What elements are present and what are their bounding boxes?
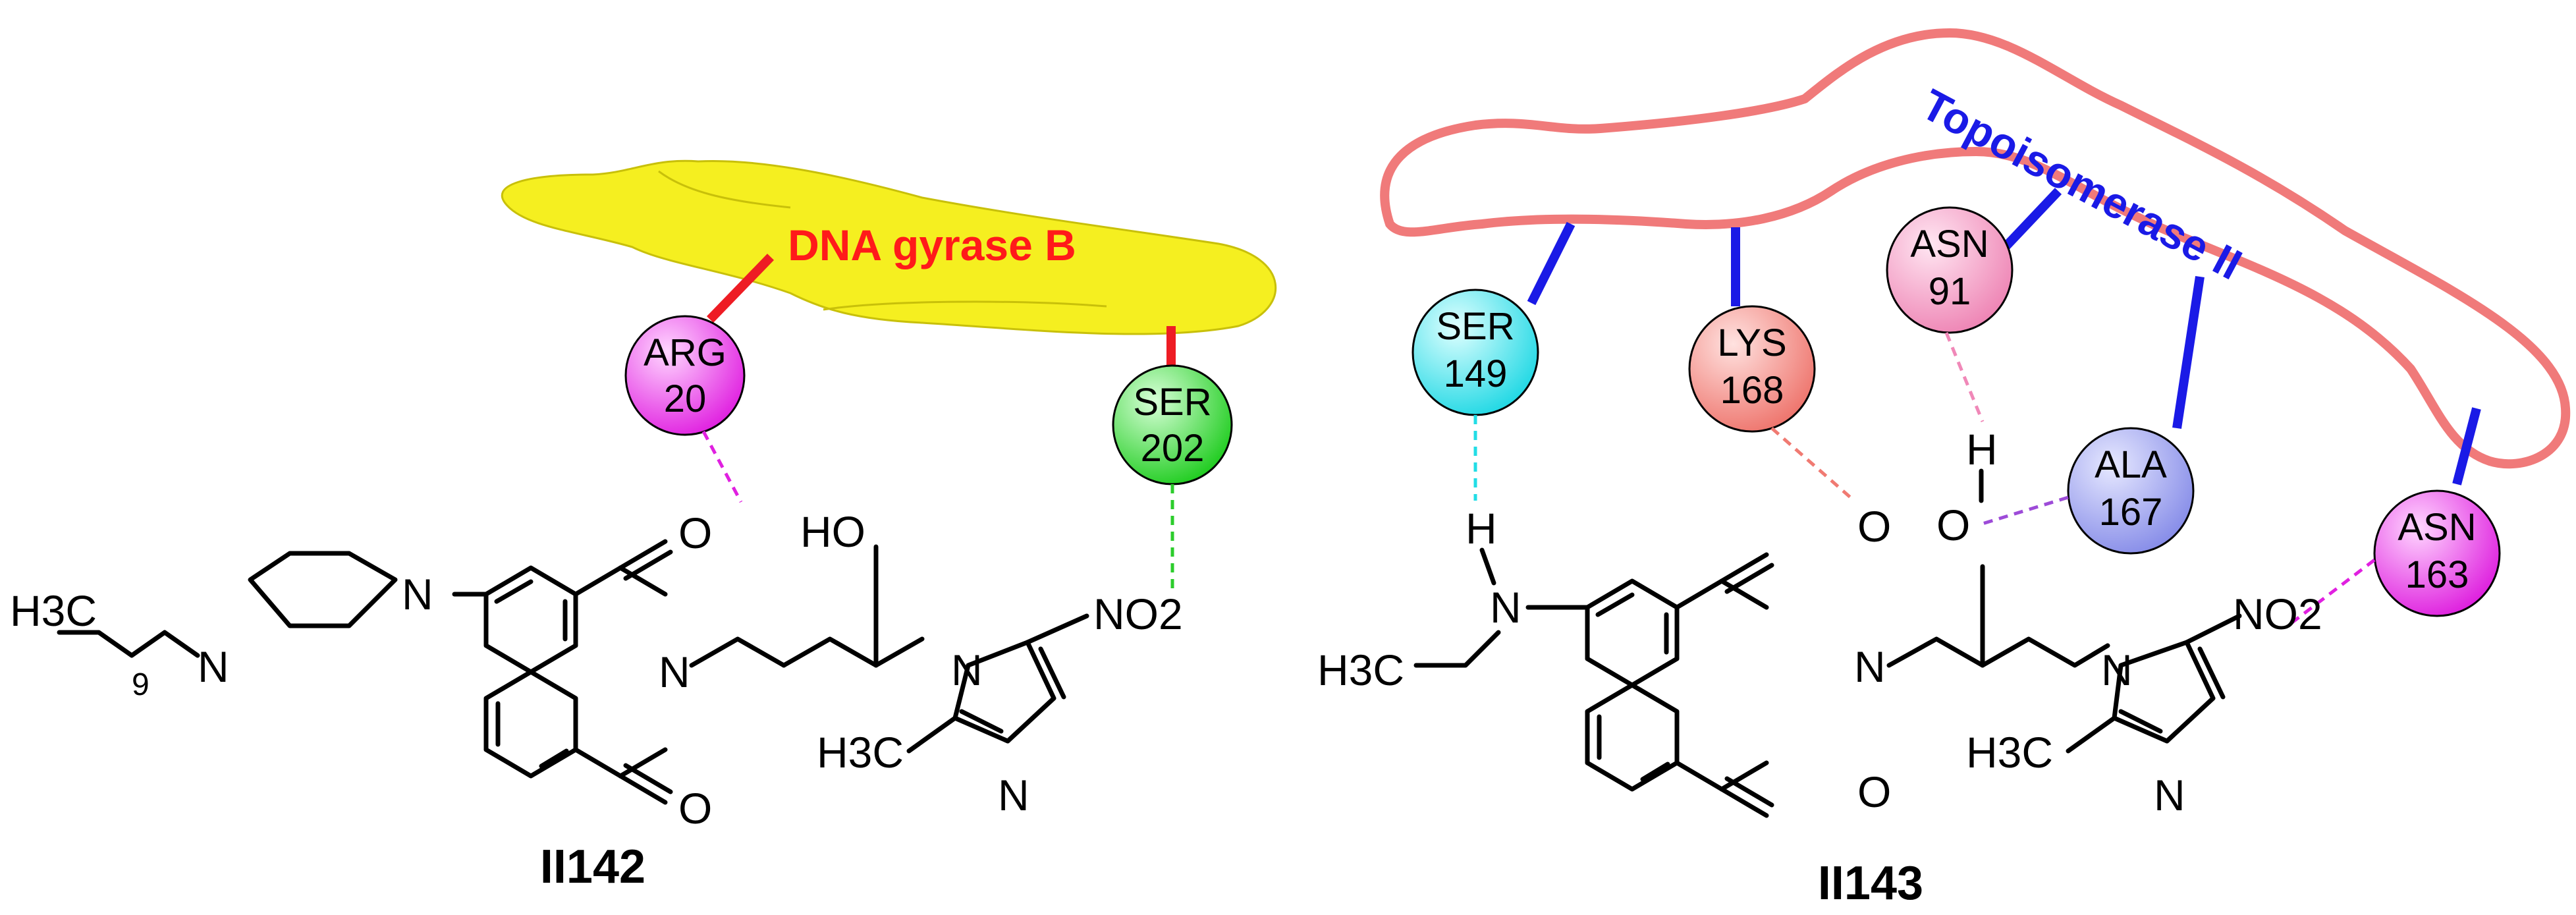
svg-text:N: N <box>2154 771 2185 819</box>
hbond-lys168-o <box>1770 427 1855 502</box>
svg-text:91: 91 <box>1929 270 1971 313</box>
residue-ala167: ALA 167 <box>2067 427 2195 555</box>
svg-text:HO: HO <box>800 507 865 556</box>
residue-ser202: SER 202 <box>1112 364 1233 485</box>
hbond-arg20-o <box>701 430 743 503</box>
link-asn163 <box>2452 407 2481 485</box>
hbond-ala167-o <box>1982 495 2069 526</box>
svg-text:N: N <box>659 648 690 696</box>
svg-text:N: N <box>951 646 983 694</box>
svg-text:168: 168 <box>1720 369 1784 412</box>
svg-text:ASN: ASN <box>2398 506 2476 549</box>
compound-id-ii142: II142 <box>540 841 645 893</box>
svg-text:SER: SER <box>1436 305 1514 348</box>
svg-text:ARG: ARG <box>644 331 726 374</box>
svg-text:O: O <box>1857 767 1891 816</box>
topo-outline <box>1380 28 2571 469</box>
svg-text:H3C: H3C <box>10 586 97 635</box>
svg-text:N: N <box>198 642 229 691</box>
molecule-ii142: O O N HO N N NO2 H3C N N H3C 9 II142 <box>10 507 1183 893</box>
svg-text:SER: SER <box>1133 381 1211 424</box>
svg-text:H3C: H3C <box>817 728 904 777</box>
svg-text:O: O <box>678 509 712 557</box>
svg-text:N: N <box>402 570 433 619</box>
svg-text:H: H <box>1466 504 1497 553</box>
svg-text:149: 149 <box>1444 352 1508 395</box>
svg-text:N: N <box>998 771 1029 819</box>
svg-text:ASN: ASN <box>1910 223 1988 265</box>
residue-lys168: LYS 168 <box>1688 305 1816 433</box>
residue-asn91: ASN 91 <box>1886 206 2014 334</box>
svg-text:H3C: H3C <box>1966 728 2053 777</box>
gyrase-label: DNA gyrase B <box>788 221 1076 269</box>
hbond-asn163-no2 <box>2291 559 2376 624</box>
svg-text:O: O <box>1857 502 1891 551</box>
svg-text:N: N <box>2101 646 2133 694</box>
gyrase-blob <box>501 159 1277 335</box>
compound-id-ii143: II143 <box>1818 857 1923 910</box>
molecule-ii143: H N H3C O O N H O N N <box>1317 425 2322 910</box>
svg-text:20: 20 <box>664 377 707 420</box>
svg-text:NO2: NO2 <box>1093 590 1183 638</box>
link-ala167 <box>2172 275 2205 430</box>
svg-text:N: N <box>1490 583 1521 632</box>
svg-text:H3C: H3C <box>1317 646 1404 694</box>
residue-asn163: ASN 163 <box>2373 489 2501 617</box>
svg-text:167: 167 <box>2099 491 2163 534</box>
svg-text:O: O <box>678 784 712 833</box>
svg-text:H: H <box>1966 425 1998 474</box>
svg-text:NO2: NO2 <box>2233 590 2322 638</box>
residue-ser149: SER 149 <box>1411 289 1539 416</box>
link-asn91 <box>1995 188 2062 257</box>
svg-text:O: O <box>1936 501 1970 549</box>
svg-text:9: 9 <box>132 667 150 702</box>
gyrase-enzyme: DNA gyrase B <box>501 159 1277 335</box>
link-arg20 <box>706 254 775 323</box>
svg-text:163: 163 <box>2405 553 2469 596</box>
svg-text:202: 202 <box>1141 427 1205 470</box>
link-ser149 <box>1527 221 1576 306</box>
residue-arg20: ARG 20 <box>624 315 746 436</box>
svg-text:LYS: LYS <box>1717 321 1786 364</box>
svg-text:ALA: ALA <box>2095 443 2167 486</box>
svg-text:N: N <box>1854 642 1886 691</box>
hbond-asn91-h <box>1944 332 1985 422</box>
